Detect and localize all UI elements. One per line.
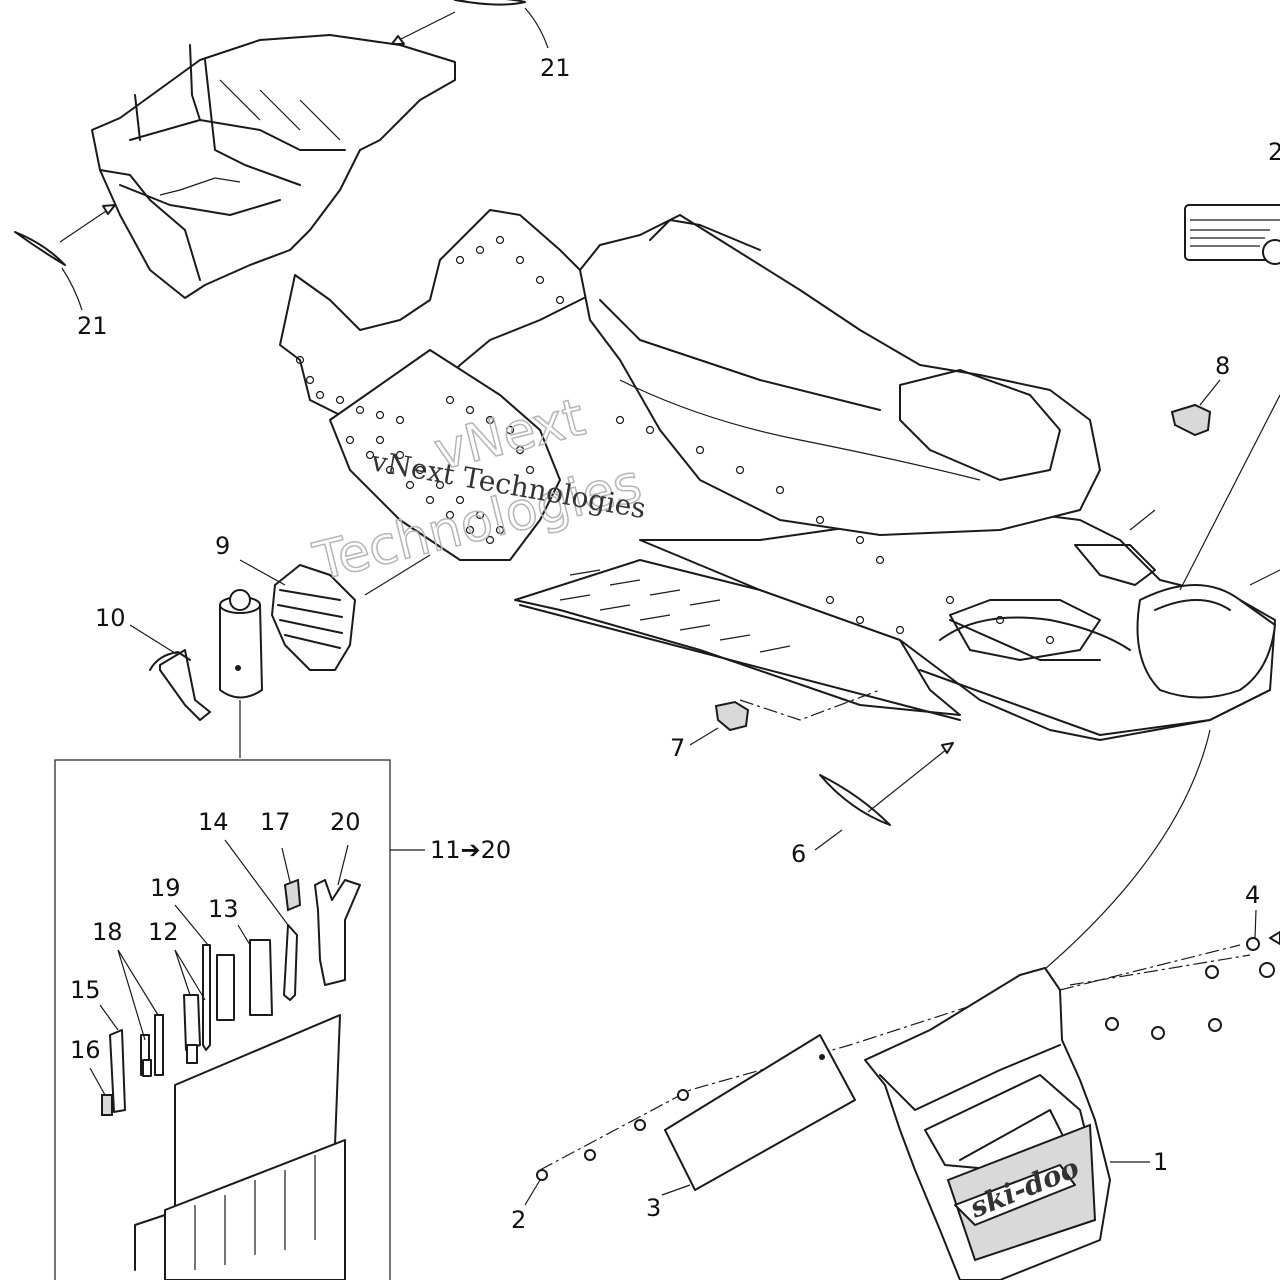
frame-holes [295,235,1055,645]
license-plate-3 [664,1034,856,1191]
callout-9: 9 [215,532,230,560]
frame-hole [645,425,655,435]
frame-hole [515,445,525,455]
frame-hole [495,235,505,245]
frame-hole [855,535,865,545]
frame-hole [425,495,435,505]
tool-pouch-cylinder [219,589,263,699]
callout-14: 14 [198,808,229,836]
callout-19: 19 [150,874,181,902]
callout-2: 2 [511,1206,526,1234]
frame-hole [1045,635,1055,645]
lens-21-left [14,231,66,266]
frame-hole [315,390,325,400]
frame-hole [345,435,355,445]
tools [101,878,361,1116]
callout-13: 13 [208,895,239,923]
frame-hole [295,355,305,365]
frame-hole [735,465,745,475]
frame-hole [415,465,425,475]
callout-2-edge: 2 [1268,138,1280,166]
heat-shield-9 [271,564,356,671]
frame-hole [695,445,705,455]
frame-hole [395,450,405,460]
frame-hole [535,275,545,285]
frame-hole [435,480,445,490]
callout-12: 12 [148,918,179,946]
frame-hole [995,615,1005,625]
tool-bag [134,1014,346,1280]
frame-hole [475,510,485,520]
frame-hole [485,415,495,425]
frame-hole [355,405,365,415]
running-board-slots [559,569,791,653]
frame-hole [305,375,315,385]
callout-21-left: 21 [77,312,108,340]
frame-hole [375,410,385,420]
callout-10: 10 [95,604,126,632]
callout-11-20: 11➔20 [430,836,511,864]
clip-8 [1170,403,1212,437]
callout-16: 16 [70,1036,101,1064]
frame-hole [855,615,865,625]
frame-hole [775,485,785,495]
callout-18: 18 [92,918,123,946]
frame-hole [375,435,385,445]
callout-8: 8 [1215,352,1230,380]
frame-hole [555,295,565,305]
hood-panel [91,34,456,299]
frame-hole [525,465,535,475]
chassis-frame [279,209,1276,741]
callout-21-top: 21 [540,54,571,82]
frame-hole [455,495,465,505]
frame-hole [335,395,345,405]
frame-hole [395,415,405,425]
frame-hole [505,425,515,435]
clip-7 [714,700,750,732]
frame-hole [365,450,375,460]
frame-hole [485,535,495,545]
frame-hole [515,255,525,265]
callout-17: 17 [260,808,291,836]
warning-decal [1184,204,1280,265]
callout-3: 3 [646,1194,661,1222]
callout-1: 1 [1153,1148,1168,1176]
frame-hole [825,595,835,605]
frame-hole [475,245,485,255]
frame-hole [445,395,455,405]
lens-21-top [454,0,526,6]
frame-hole [945,595,955,605]
callout-4: 4 [1245,881,1260,909]
frame-hole [615,415,625,425]
frame-hole [815,515,825,525]
frame-hole [465,525,475,535]
frame-hole [405,480,415,490]
frame-hole [495,525,505,535]
frame-hole [895,625,905,635]
front-panel-1 [864,967,1111,1280]
callout-20: 20 [330,808,361,836]
frame-hole [465,405,475,415]
callout-6: 6 [791,840,806,868]
callout-7: 7 [670,734,685,762]
strap-10 [149,649,211,721]
frame-hole [875,555,885,565]
frame-hole [445,510,455,520]
lens-6 [819,774,891,826]
frame-hole [385,465,395,475]
rivets [536,937,1275,1181]
frame-hole [455,255,465,265]
callout-15: 15 [70,976,101,1004]
toolkit-frame [54,759,391,1280]
